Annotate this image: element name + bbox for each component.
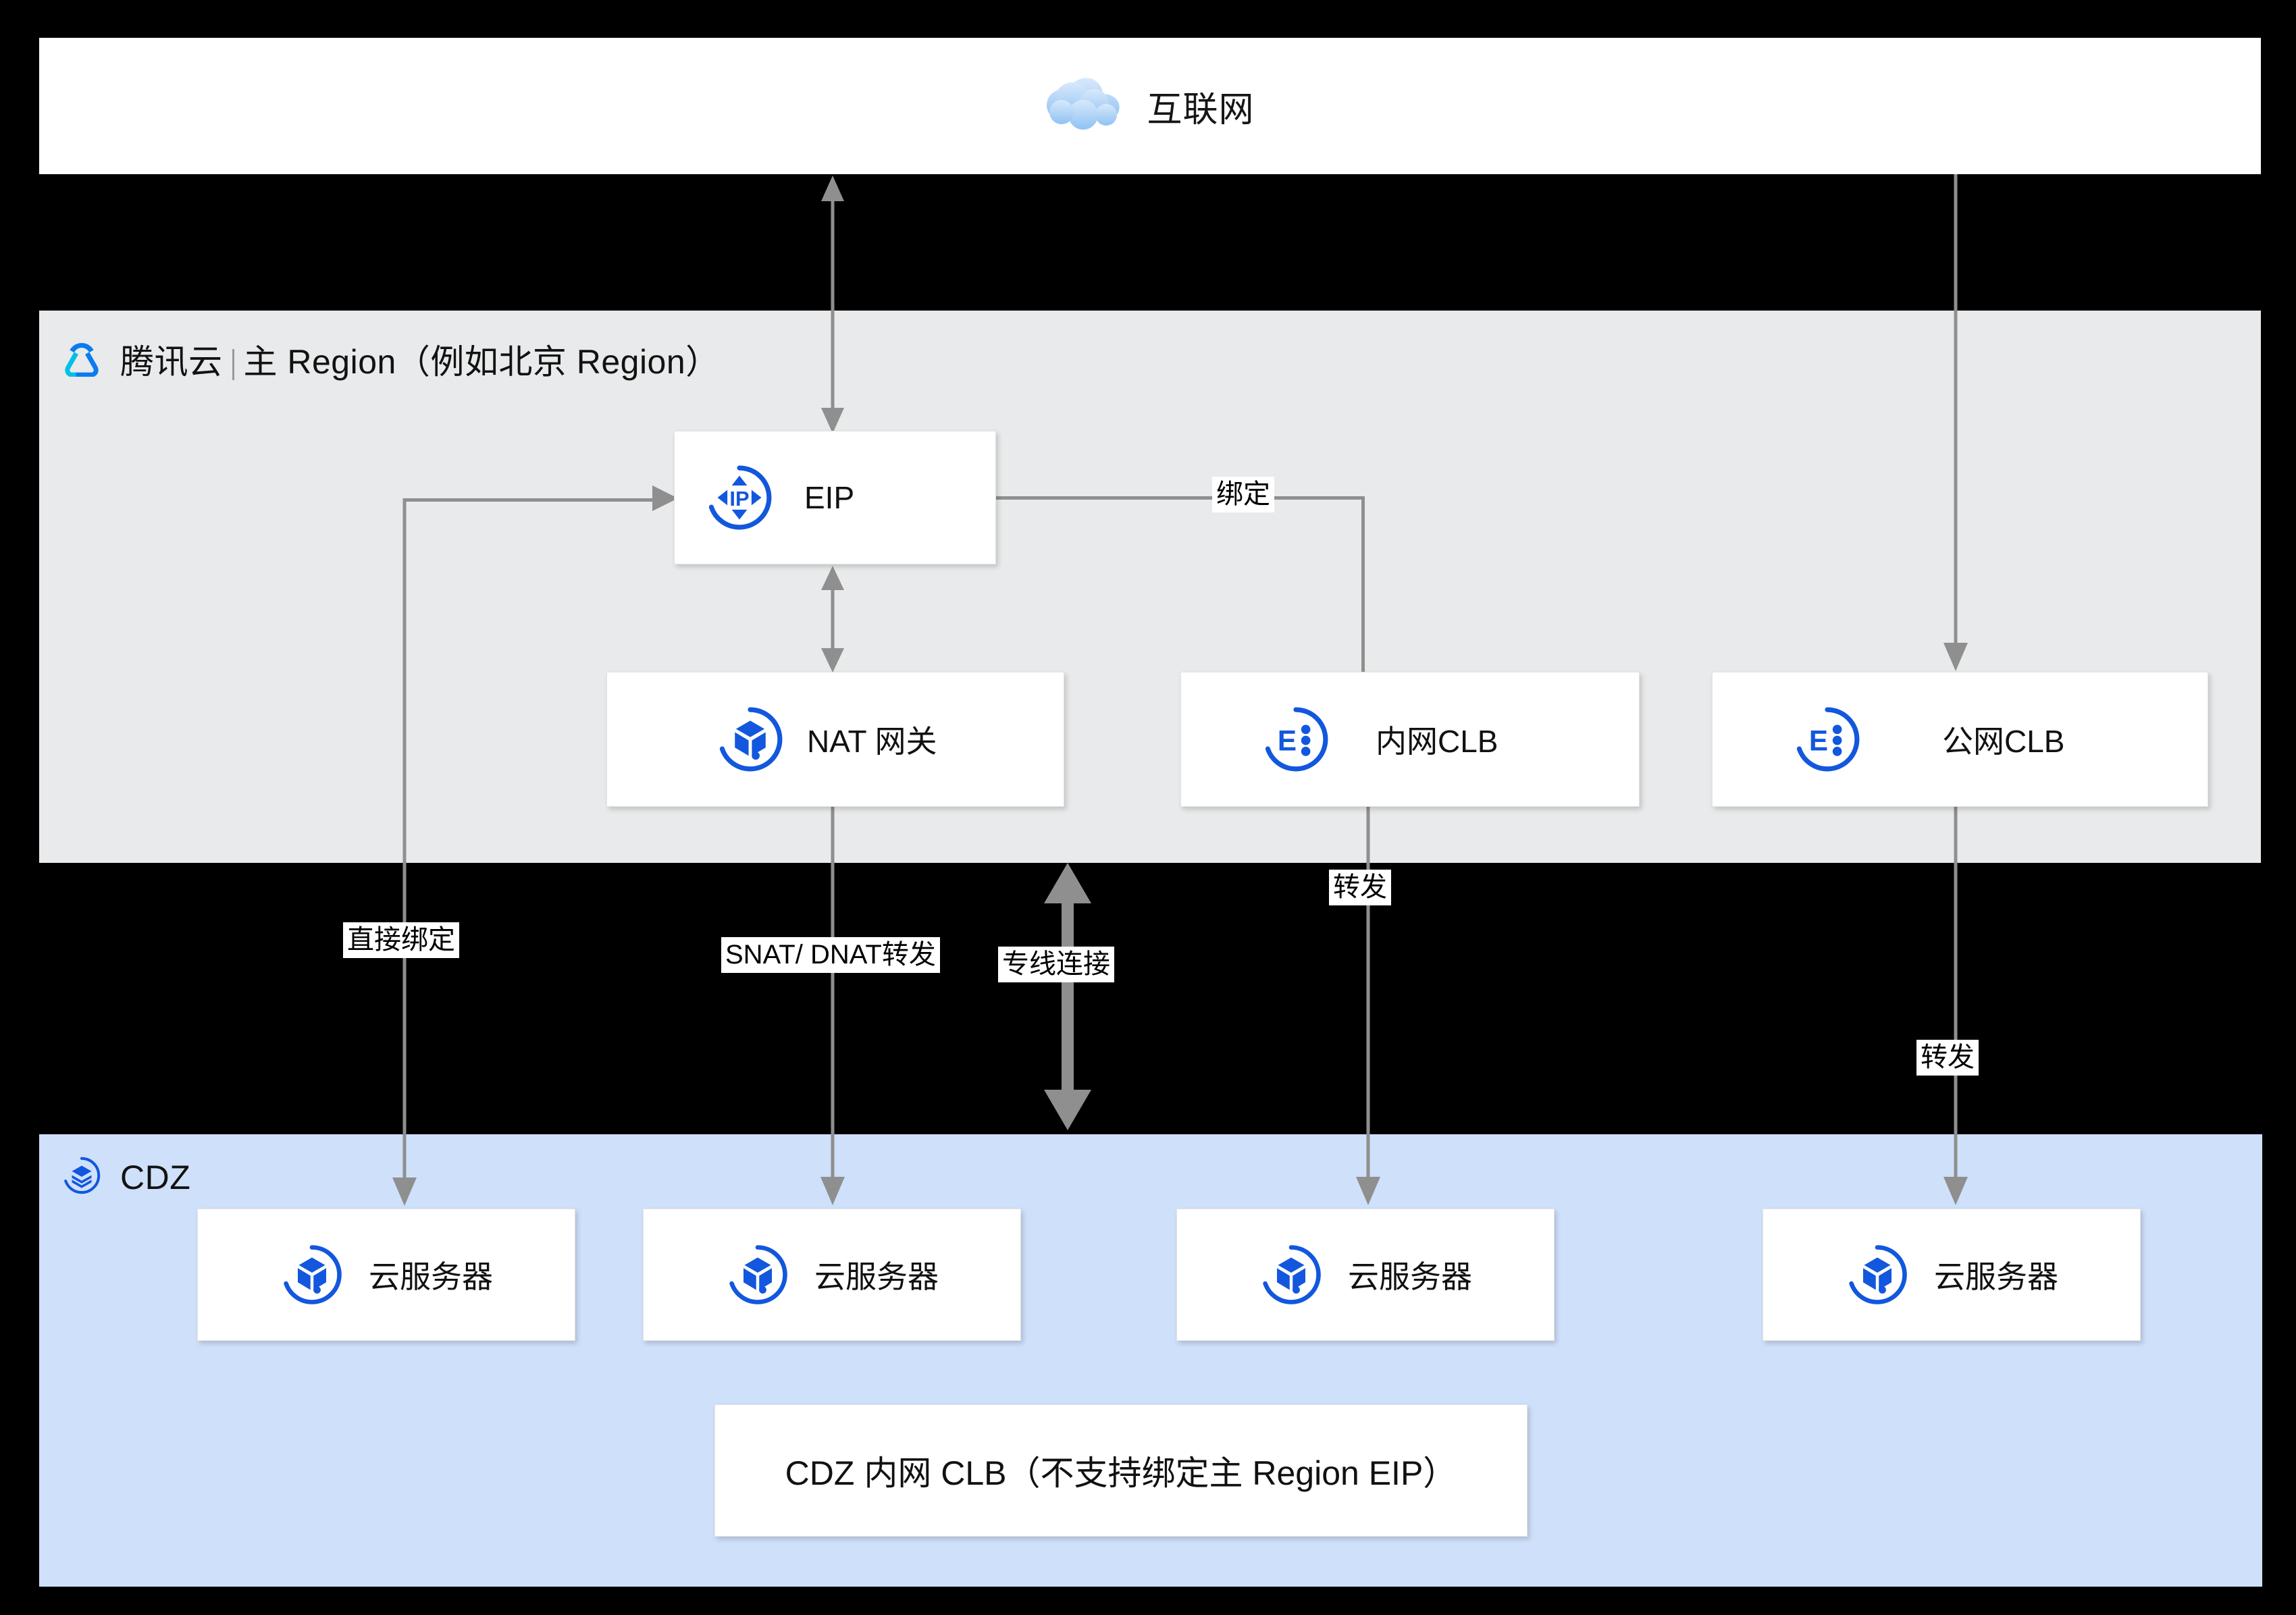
edge-eip-inbound-arrowhead — [652, 485, 678, 511]
region-brand: 腾讯云 — [120, 343, 223, 381]
node-clb-private-label: 内网CLB — [1376, 724, 1498, 759]
tencent-cloud-logo-icon — [61, 339, 103, 380]
node-cdz-clb-label: CDZ 内网 CLB（不支持绑定主 Region EIP） — [785, 1454, 1457, 1492]
svg-text:IP: IP — [729, 487, 749, 510]
clb-icon: E — [1261, 704, 1331, 774]
edge-eip-cvm1-horizontal — [404, 498, 659, 502]
node-clb-public-label: 公网CLB — [1942, 724, 2065, 759]
nat-gateway-icon — [715, 704, 785, 774]
edge-label-direct-bind: 直接绑定 — [343, 922, 459, 959]
cvm-icon — [725, 1242, 790, 1307]
edge-nat-cvm2 — [820, 807, 845, 1205]
clb-icon: E — [1792, 704, 1862, 774]
region-zone-header: 腾讯云主 Region（例如北京 Region） — [61, 335, 720, 383]
node-cvm-1-label: 云服务器 — [369, 1259, 493, 1294]
svg-text:E: E — [1809, 724, 1828, 756]
region-zone-title: 腾讯云主 Region（例如北京 Region） — [120, 335, 720, 383]
svg-text:E: E — [1278, 724, 1297, 756]
cdz-layers-icon — [61, 1155, 103, 1200]
cvm-icon — [1259, 1242, 1324, 1307]
edge-eip-nat — [821, 566, 844, 672]
edge-label-snat-dnat: SNAT/ DNAT转发 — [721, 937, 940, 974]
node-clb-private[interactable]: E 内网CLB — [1180, 672, 1640, 807]
edge-label-forward-private: 转发 — [1329, 870, 1391, 906]
edge-dedicated-line — [1044, 863, 1091, 1130]
node-cvm-3-label: 云服务器 — [1348, 1259, 1472, 1294]
edge-label-forward-public: 转发 — [1916, 1040, 1979, 1076]
node-cvm-4[interactable]: 云服务器 — [1763, 1209, 2141, 1341]
edge-eip-cvm1-vertical — [392, 498, 417, 1206]
node-cvm-3[interactable]: 云服务器 — [1176, 1209, 1555, 1341]
internet-label: 互联网 — [1147, 90, 1255, 130]
node-eip-label: EIP — [804, 480, 855, 515]
edge-internet-eip — [821, 176, 844, 433]
edge-internet-clb-public — [1943, 174, 1968, 671]
node-cvm-2[interactable]: 云服务器 — [643, 1209, 1021, 1341]
node-clb-public[interactable]: E 公网CLB — [1712, 672, 2208, 807]
cdz-zone-title: CDZ — [120, 1158, 191, 1196]
edge-eip-clb-private-vertical — [1361, 496, 1365, 673]
edge-clb-private-cvm3 — [1356, 807, 1380, 1205]
node-cvm-2-label: 云服务器 — [814, 1259, 939, 1294]
cvm-icon — [280, 1242, 344, 1307]
node-cvm-4-label: 云服务器 — [1934, 1259, 2058, 1294]
eip-icon: IP — [704, 462, 775, 533]
node-nat-gateway-label: NAT 网关 — [807, 724, 937, 759]
cvm-icon — [1845, 1242, 1910, 1307]
node-eip[interactable]: IP EIP — [674, 431, 996, 564]
node-cdz-clb[interactable]: CDZ 内网 CLB（不支持绑定主 Region EIP） — [714, 1404, 1528, 1537]
edge-label-bind: 绑定 — [1212, 477, 1274, 513]
title-separator — [232, 348, 234, 380]
region-name: 主 Region（例如北京 Region） — [243, 343, 720, 381]
edge-clb-public-cvm4 — [1943, 807, 1968, 1205]
node-cvm-1[interactable]: 云服务器 — [197, 1209, 575, 1341]
edge-eip-clb-private-horizontal — [996, 496, 1363, 500]
node-nat-gateway[interactable]: NAT 网关 — [606, 672, 1064, 807]
edge-label-dedicated-line: 专线连接 — [998, 947, 1114, 983]
cdz-zone-header: CDZ — [61, 1155, 190, 1200]
internet-zone: 互联网 — [39, 38, 2261, 174]
cloud-icon — [1045, 76, 1124, 137]
